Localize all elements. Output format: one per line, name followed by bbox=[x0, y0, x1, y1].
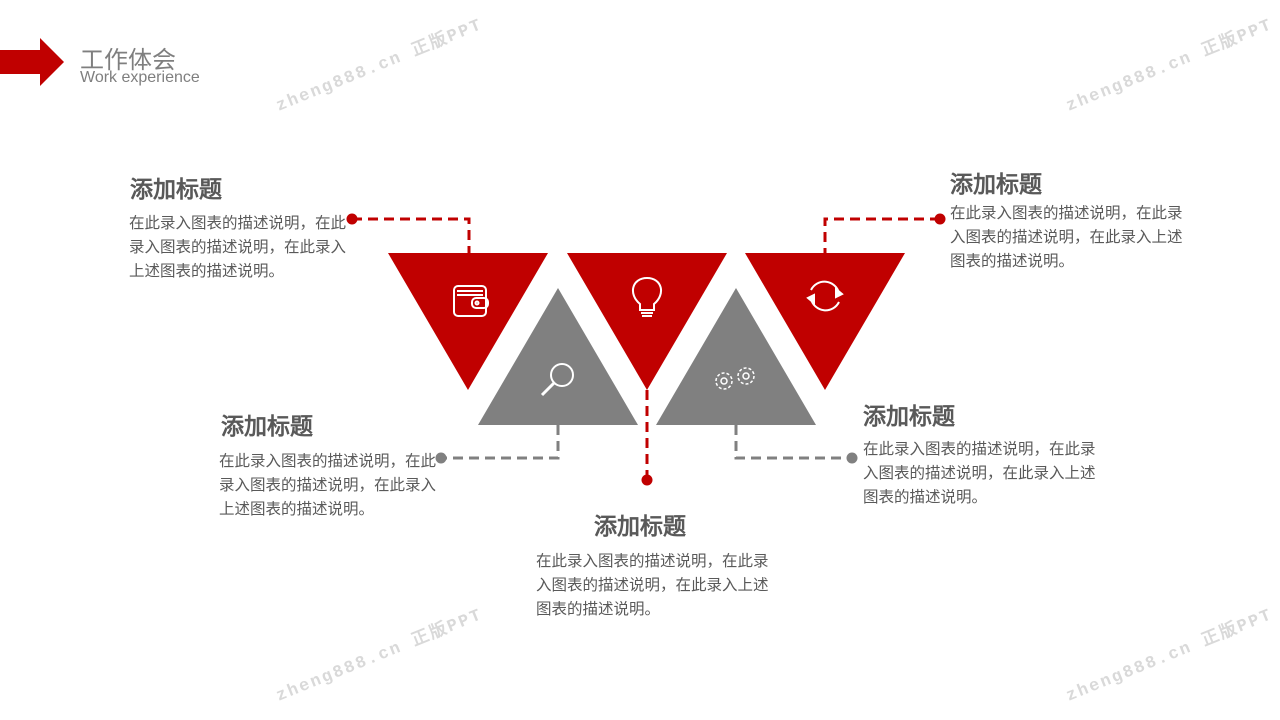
item-5-title: 添加标题 bbox=[950, 172, 1042, 198]
item-3-title: 添加标题 bbox=[594, 514, 686, 540]
item-1-title: 添加标题 bbox=[130, 177, 222, 203]
item-3-desc: 在此录入图表的描述说明，在此录入图表的描述说明，在此录入上述图表的描述说明。 bbox=[536, 552, 769, 618]
gears-icon bbox=[715, 367, 755, 390]
dot-2 bbox=[435, 452, 447, 464]
refresh-icon bbox=[806, 280, 844, 312]
triangle-4 bbox=[656, 288, 816, 425]
dot-3 bbox=[641, 474, 653, 486]
connector-2 bbox=[441, 425, 560, 460]
triangle-1 bbox=[388, 253, 548, 390]
page-subtitle: Work experience bbox=[80, 69, 200, 86]
item-4-desc: 在此录入图表的描述说明，在此录入图表的描述说明，在此录入上述图表的描述说明。 bbox=[863, 440, 1096, 506]
dot-4 bbox=[846, 452, 858, 464]
connector-1 bbox=[352, 217, 471, 253]
lightbulb-icon bbox=[631, 276, 663, 317]
triangle-5 bbox=[745, 253, 905, 390]
header-arrow-icon bbox=[0, 38, 64, 86]
connector-4 bbox=[734, 425, 852, 460]
triangle-3 bbox=[567, 253, 727, 390]
search-icon bbox=[540, 363, 574, 397]
wallet-icon bbox=[453, 285, 489, 317]
dot-5 bbox=[934, 213, 946, 225]
page-title: 工作体会 bbox=[80, 46, 176, 74]
item-2-desc: 在此录入图表的描述说明，在此录入图表的描述说明，在此录入上述图表的描述说明。 bbox=[219, 452, 437, 518]
triangle-2 bbox=[478, 288, 638, 425]
dot-1 bbox=[346, 213, 358, 225]
connector-5 bbox=[823, 217, 940, 253]
item-4-title: 添加标题 bbox=[863, 404, 955, 430]
item-5-desc: 在此录入图表的描述说明，在此录入图表的描述说明，在此录入上述图表的描述说明。 bbox=[950, 204, 1183, 270]
item-1-desc: 在此录入图表的描述说明，在此录入图表的描述说明，在此录入上述图表的描述说明。 bbox=[129, 214, 347, 280]
item-2-title: 添加标题 bbox=[221, 414, 313, 440]
